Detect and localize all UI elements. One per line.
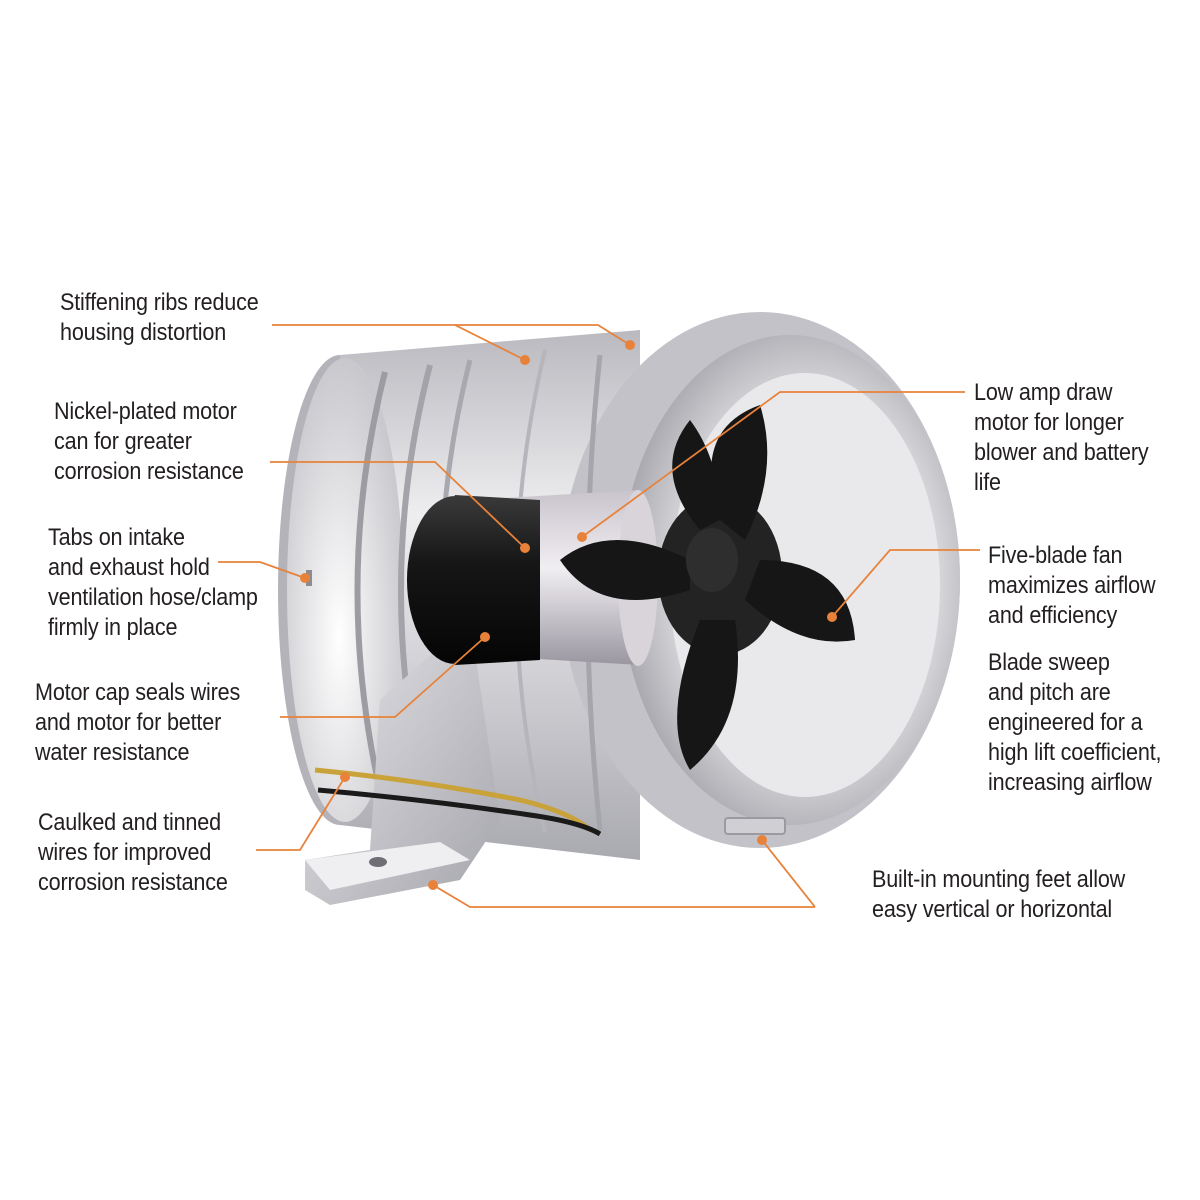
callout-stiffening-ribs: Stiffening ribs reduce housing distortio… (60, 288, 259, 348)
stiffening-rib (354, 371, 388, 813)
callout-blade-sweep: Blade sweep and pitch are engineered for… (988, 648, 1162, 798)
leader-dot (577, 532, 587, 542)
leader-dot (757, 835, 767, 845)
leader-dot (340, 772, 350, 782)
leader-feet-right (761, 839, 816, 908)
callout-line: wires for improved (38, 839, 212, 866)
callout-line: Motor cap seals wires (35, 679, 241, 706)
callout-line: Nickel-plated motor (54, 398, 237, 425)
motor (407, 490, 658, 666)
callout-line: Caulked and tinned (38, 809, 221, 836)
callout-line: and exhaust hold (48, 554, 210, 581)
callout-nickel-plated: Nickel-plated motor can for greater corr… (54, 397, 244, 487)
leader-dot (827, 612, 837, 622)
five-blade-fan (560, 405, 855, 770)
callout-line: maximizes airflow (988, 572, 1156, 599)
callout-line: firmly in place (48, 614, 178, 641)
callout-line: and pitch are (988, 679, 1111, 706)
leader-dot (520, 543, 530, 553)
callout-line: can for greater (54, 428, 192, 455)
leader-ribs-2 (455, 324, 631, 346)
callout-line: and efficiency (988, 602, 1118, 629)
callout-line: life (974, 469, 1001, 496)
callout-line: and motor for better (35, 709, 222, 736)
callout-line: Stiffening ribs reduce (60, 289, 259, 316)
leader-tabs (218, 561, 306, 579)
leader-dot (625, 340, 635, 350)
callout-line: engineered for a (988, 709, 1143, 736)
leader-dot (520, 355, 530, 365)
leader-dots (300, 340, 837, 890)
callout-line: Low amp draw (974, 379, 1113, 406)
callout-line: housing distortion (60, 319, 227, 346)
leader-lines (218, 324, 980, 908)
callout-line: corrosion resistance (54, 458, 244, 485)
leader-feet-left (432, 884, 815, 908)
leader-dot (428, 880, 438, 890)
callout-line: easy vertical or horizontal (872, 896, 1113, 923)
callout-line: Five-blade fan (988, 542, 1123, 569)
leader-wires (256, 776, 346, 851)
callout-line: motor for longer (974, 409, 1124, 436)
leader-motor-cap (280, 636, 486, 718)
leader-low-amp (581, 391, 965, 538)
callout-line: Tabs on intake (48, 524, 185, 551)
leader-dot (480, 632, 490, 642)
callout-line: high lift coefficient, (988, 739, 1162, 766)
callout-line: blower and battery (974, 439, 1149, 466)
callout-line: Blade sweep (988, 649, 1110, 676)
callout-line: Built-in mounting feet allow (872, 866, 1126, 893)
callout-motor-cap: Motor cap seals wires and motor for bett… (35, 678, 240, 768)
callout-tabs: Tabs on intake and exhaust hold ventilat… (48, 523, 258, 643)
callout-line: ventilation hose/clamp (48, 584, 258, 611)
callout-line: corrosion resistance (38, 869, 228, 896)
leader-dot (300, 573, 310, 583)
wires (314, 767, 602, 837)
mounting-foot (305, 620, 786, 905)
callout-mounting-feet: Built-in mounting feet allow easy vertic… (872, 865, 1125, 925)
leader-five-blade (831, 549, 980, 618)
callout-line: increasing airflow (988, 769, 1152, 796)
callout-low-amp: Low amp draw motor for longer blower and… (974, 378, 1149, 498)
callout-wires: Caulked and tinned wires for improved co… (38, 808, 228, 898)
callout-line: water resistance (35, 739, 190, 766)
callout-five-blade: Five-blade fan maximizes airflow and eff… (988, 541, 1156, 631)
leader-nickel (270, 461, 526, 549)
